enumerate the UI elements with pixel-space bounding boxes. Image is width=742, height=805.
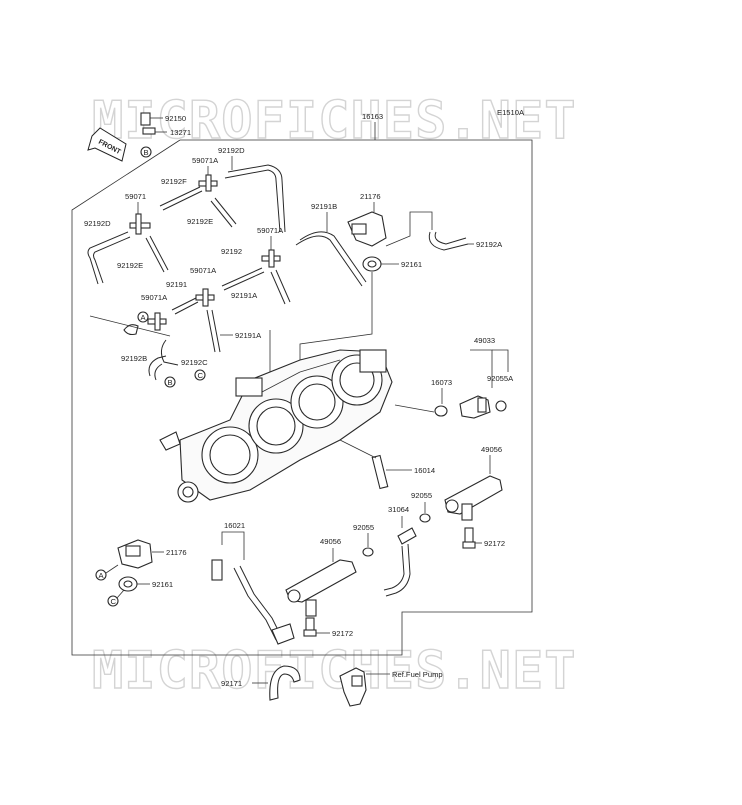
hose-92191 xyxy=(171,297,197,311)
fitting-49033 xyxy=(459,395,491,419)
assembly-frame xyxy=(71,139,533,656)
label-92192e-mid: 92192E xyxy=(187,217,213,226)
hose-92191a-a xyxy=(275,269,291,303)
label-92192d-top: 92192D xyxy=(218,146,245,155)
label-92191b: 92191B xyxy=(311,202,337,211)
label-49056-mid: 49056 xyxy=(320,537,341,546)
label-16021: 16021 xyxy=(224,521,245,530)
diagram-code: E1510A xyxy=(497,108,525,117)
map-sensor-21176-top xyxy=(347,211,387,247)
hose-92192 xyxy=(221,267,263,287)
callout-c-low xyxy=(107,595,119,607)
callout-b-top-letter: B xyxy=(144,148,149,157)
label-92192d-left: 92192D xyxy=(84,219,111,228)
label-92161-top: 92161 xyxy=(401,260,422,269)
plug-16073 xyxy=(434,405,448,417)
label-16163: 16163 xyxy=(362,112,383,121)
label-92192c: 92192C xyxy=(181,358,208,367)
bolt-92150 xyxy=(140,112,163,126)
hose-92192e-mid xyxy=(214,197,237,225)
label-49033: 49033 xyxy=(474,336,495,345)
label-21176-low: 21176 xyxy=(166,548,187,557)
callout-b-top xyxy=(140,146,152,158)
map-sensor-21176-low xyxy=(117,539,153,569)
label-92192a: 92192A xyxy=(476,240,503,249)
label-13271: 13271 xyxy=(170,128,191,137)
callout-a-low-letter: A xyxy=(99,571,105,580)
label-59071: 59071 xyxy=(125,192,146,201)
tee-fitting-mid xyxy=(261,249,281,268)
oring-92055-mid xyxy=(362,547,374,557)
tee-fitting-left xyxy=(147,312,167,331)
label-59071a-left: 59071A xyxy=(141,293,168,302)
label-59071a-top: 59071A xyxy=(192,156,219,165)
hose-92192d-left xyxy=(87,231,129,285)
fuel-rail-49056-right xyxy=(444,475,503,521)
tee-fitting-top xyxy=(198,174,218,192)
callout-c-top-letter: C xyxy=(198,371,204,380)
callout-c-top xyxy=(194,369,206,381)
hose-92192e-left xyxy=(149,235,169,271)
callout-a-top-letter: A xyxy=(141,313,147,322)
hose-92192a xyxy=(428,231,469,251)
label-92192e-left: 92192E xyxy=(117,261,143,270)
label-59071a-low: 59071A xyxy=(190,266,217,275)
label-49056-right: 49056 xyxy=(481,445,502,454)
label-92055a: 92055A xyxy=(487,374,514,383)
hose-92191a-b xyxy=(206,309,216,353)
label-92172-right: 92172 xyxy=(484,539,505,548)
label-92055-mid: 92055 xyxy=(353,523,374,532)
hose-92191b xyxy=(299,231,367,283)
hose-92192c xyxy=(160,339,179,366)
label-92192f: 92192F xyxy=(161,177,187,186)
label-92161-low: 92161 xyxy=(152,580,173,589)
label-92191a-b: 92191A xyxy=(235,331,262,340)
clamp-92171 xyxy=(269,665,301,701)
injector-92172-low xyxy=(303,617,317,637)
watermark-top: MICROFICHES.NET xyxy=(92,91,577,151)
label-92192: 92192 xyxy=(221,247,242,256)
label-92171: 92171 xyxy=(221,679,242,688)
grommet-92161-low xyxy=(118,576,138,592)
sensor-cable-16021 xyxy=(211,559,295,645)
grommet-92161-top xyxy=(362,256,382,272)
label-21176-top: 21176 xyxy=(360,192,381,201)
watermark-bottom: MICROFICHES.NET xyxy=(92,641,577,701)
hose-92192f xyxy=(159,186,201,207)
tee-fitting-low xyxy=(195,288,215,307)
callout-b-mid-letter: B xyxy=(168,378,173,387)
fuel-rail-49056-mid xyxy=(285,559,357,617)
label-59071a-mid: 59071A xyxy=(257,226,284,235)
clip-13271 xyxy=(142,127,167,135)
fuel-pump-connector xyxy=(339,667,367,707)
front-arrow-icon: FRONT xyxy=(87,127,127,162)
callout-a-top xyxy=(137,311,149,323)
label-92150: 92150 xyxy=(165,114,186,123)
label-92055-right: 92055 xyxy=(411,491,432,500)
label-92172-low: 92172 xyxy=(332,629,353,638)
hose-92192b xyxy=(148,355,167,377)
fuel-pipe-31064 xyxy=(383,527,417,597)
callout-c-low-letter: C xyxy=(111,597,117,606)
label-92191: 92191 xyxy=(166,280,187,289)
ref-fuel-pump-note: Ref.Fuel Pump xyxy=(392,670,443,679)
oring-92055-right xyxy=(419,513,431,523)
label-92191a-a: 92191A xyxy=(231,291,258,300)
tee-fitting-59071 xyxy=(129,213,151,235)
label-16014: 16014 xyxy=(414,466,435,475)
label-31064: 31064 xyxy=(388,505,409,514)
hose-92192d-top xyxy=(224,169,281,233)
injector-92172-right xyxy=(462,527,476,549)
oring-92055a xyxy=(495,400,507,412)
throttle-body-assembly xyxy=(159,349,393,503)
screw-16014 xyxy=(371,454,389,490)
label-92192b: 92192B xyxy=(121,354,147,363)
callout-a-low xyxy=(95,569,107,581)
callout-b-mid xyxy=(164,376,176,388)
label-16073: 16073 xyxy=(431,378,452,387)
